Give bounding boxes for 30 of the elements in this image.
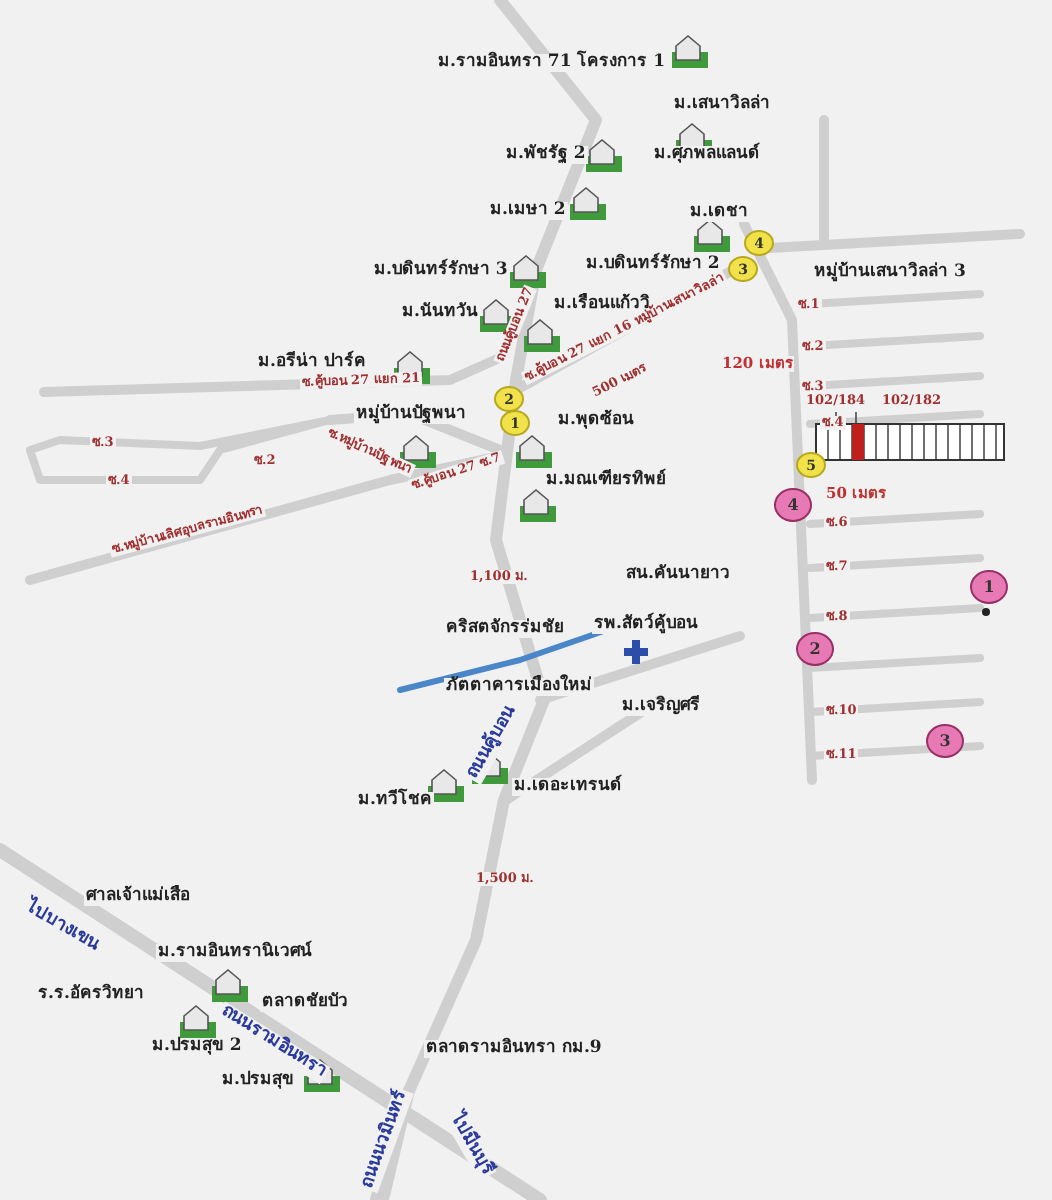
place-label: ม.พัชรัฐ 2 — [504, 146, 588, 165]
place-label: หมู่บ้านปัฐพนา — [354, 406, 468, 425]
place-label: ม.เจริญศรี — [620, 698, 702, 717]
place-label: ม.บดินทร์รักษา 3 — [372, 262, 510, 281]
place-label: ม.เดชา — [688, 204, 750, 223]
place-label: ม.พุดซ้อน — [556, 412, 636, 431]
place-label: ภัตตาคารเมืองใหม่ — [444, 678, 594, 697]
place-label: ม.นันทวัน — [400, 304, 480, 323]
place-label: ม.ปรมสุข — [220, 1072, 296, 1091]
number-marker: 2 — [796, 632, 834, 666]
number-marker: 4 — [774, 488, 812, 522]
place-label: รพ.สัตว์คู้บอน — [592, 616, 700, 635]
place-label: ม.ทวีโชค — [356, 792, 434, 811]
place-label: ม.เดอะเทรนด์ — [512, 778, 624, 797]
place-label: ม.ศุภพลแลนด์ — [652, 146, 762, 165]
number-marker: 1 — [970, 570, 1008, 604]
place-label: หมู่บ้านเสนาวิลล่า 3 — [812, 264, 968, 283]
place-label: ม.อรีน่า ปาร์ค — [256, 354, 368, 373]
place-label: ตลาดรามอินทรา กม.9 — [424, 1040, 604, 1059]
place-label: ม.เมษา 2 — [488, 202, 568, 221]
place-label: ม.บดินทร์รักษา 2 — [584, 256, 722, 275]
place-label: ม.รามอินทรานิเวศน์ — [156, 944, 314, 963]
place-label: คริสตจักรร่มชัย — [444, 620, 566, 639]
place-label: ตลาดชัยบัว — [260, 994, 350, 1013]
place-label: ม.เสนาวิลล่า — [672, 96, 772, 115]
number-marker: 3 — [926, 724, 964, 758]
place-label: ร.ร.อัครวิทยา — [36, 986, 146, 1005]
place-label: ม.รามอินทรา 71 โครงการ 1 — [436, 54, 668, 73]
place-label: สน.คันนายาว — [624, 566, 732, 585]
place-label: ม.มณเฑียรทิพย์ — [544, 472, 668, 491]
